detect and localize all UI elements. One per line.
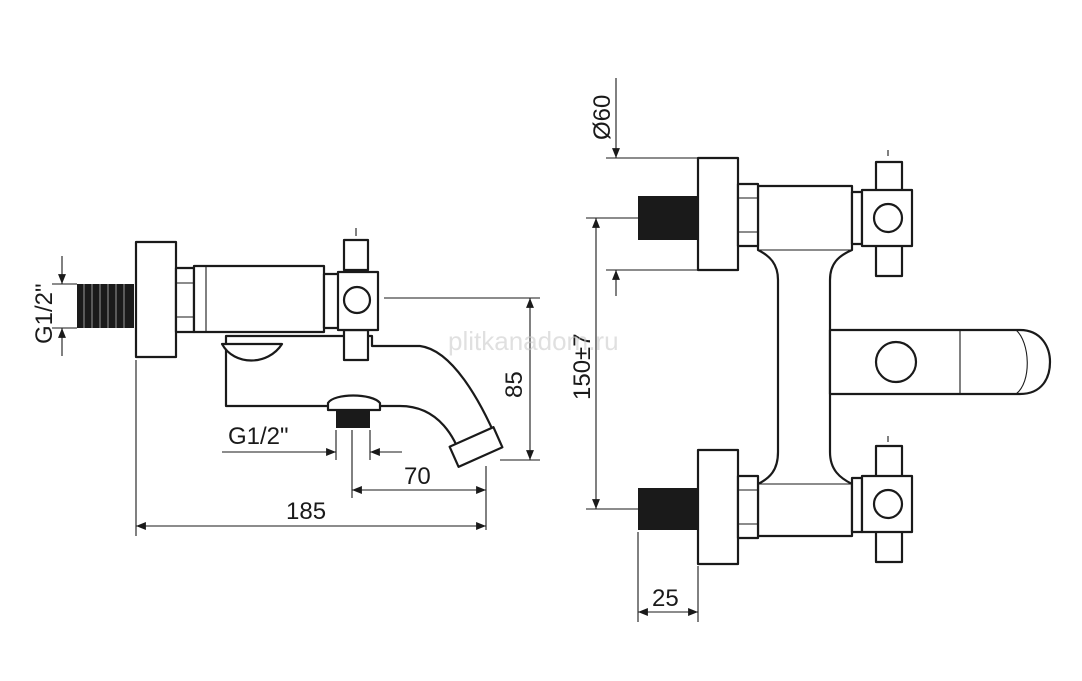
side-view [77,228,504,468]
front-top-nut [736,182,760,248]
watermark: plitkanadom.ru [448,326,619,356]
front-top-handle-base [850,190,864,246]
dim-spout-height: 85 [501,371,528,398]
front-top-inlet-thread [638,196,698,240]
side-handle-cross-top [342,238,370,272]
side-lower-knob [220,342,284,362]
front-bottom-handle-base [850,476,864,534]
side-wall-flange [134,240,178,359]
front-spout [828,328,1052,396]
front-top-handle-cap [872,202,904,234]
side-outlet-thread [336,410,370,428]
front-top-handle-cross-up [874,160,904,194]
dim-inlet-thread: G1/2" [31,283,58,344]
dim-flange-diameter: Ø60 [589,95,616,140]
side-handle-cap [342,285,372,315]
front-diverter-knob [874,340,918,384]
front-top-handle-cross-down [874,242,904,278]
front-bottom-inlet-thread [638,488,698,530]
dim-outlet-thread: G1/2" [228,423,289,450]
side-body [192,264,326,334]
dim-spout-reach: 70 [404,463,431,490]
side-handle-cross-bottom [342,328,370,362]
side-aerator [448,426,504,468]
front-view [638,150,1052,566]
dim-center-distance: 150±7 [569,333,596,400]
side-hex-nut [174,266,196,334]
front-bottom-nut [736,474,760,540]
dim-overall-depth: 185 [286,498,326,525]
side-view-dimensions: G1/2" 85 G1/2" 70 185 [31,256,540,536]
front-view-dimensions: Ø60 150±7 25 [569,78,699,622]
side-diverter-knob [326,394,382,412]
front-top-flange [696,156,740,272]
front-bottom-handle-cap [872,488,904,520]
front-bottom-handle-cross-up [874,444,904,480]
dim-inlet-projection: 25 [652,585,679,612]
front-bottom-flange [696,448,740,566]
front-body [756,184,854,538]
side-inlet-thread [77,284,134,328]
front-bottom-handle-cross-down [874,528,904,564]
